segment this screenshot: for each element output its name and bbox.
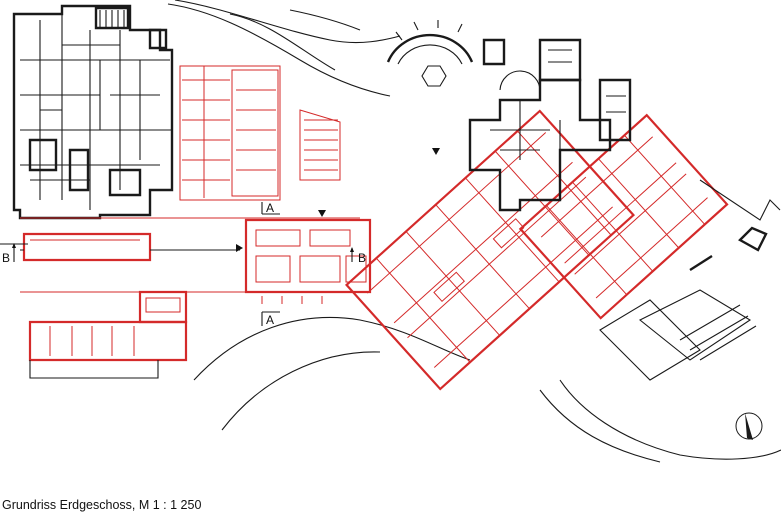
- section-label-a-bottom: A: [266, 313, 274, 327]
- existing-building-north: [468, 38, 632, 212]
- lower-west-wing: [28, 290, 188, 379]
- plan-caption: Grundriss Erdgeschoss, M 1 : 1 250: [2, 498, 202, 512]
- section-label-b-right: B: [358, 251, 366, 265]
- circular-court: [386, 20, 506, 87]
- triangle-marker-icon: [318, 210, 326, 217]
- main-corridor: [0, 217, 360, 293]
- triangle-marker-icon: [432, 148, 440, 155]
- section-a-line: A A: [261, 201, 280, 327]
- main-wing-southeast: [344, 109, 636, 391]
- triangle-marker-icon: [236, 244, 243, 252]
- north-arrow-icon: [735, 412, 763, 440]
- section-b-line: B B: [2, 243, 366, 265]
- entrance-markers: [236, 148, 440, 252]
- east-parking: [599, 179, 781, 381]
- section-label-a-top: A: [266, 201, 274, 215]
- site-roads: [167, 0, 781, 463]
- main-wing-east: [518, 113, 729, 320]
- parking-garage: [179, 65, 341, 201]
- section-label-b-left: B: [2, 251, 10, 265]
- entrance-block: [244, 218, 372, 304]
- existing-building-west: [12, 4, 174, 220]
